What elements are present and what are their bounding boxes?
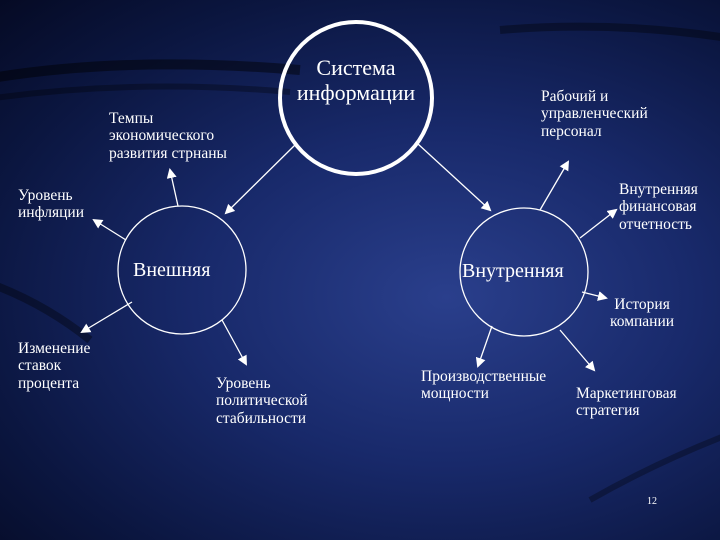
growth-rate-label: Темпы экономического развития стрнаны <box>109 110 227 162</box>
financial-reporting-label: Внутренняя финансовая отчетность <box>619 181 698 233</box>
arrow-to-political-stability <box>221 319 247 366</box>
production-capacity-label: Производственные мощности <box>421 368 547 403</box>
internal-label: Внутренняя <box>462 260 564 282</box>
internal-circle <box>459 207 589 337</box>
arrow-to-financial-reporting <box>579 208 618 239</box>
company-history-label: История компании <box>610 296 675 331</box>
arrow-to-inflation <box>92 218 127 241</box>
inflation-label: Уровень инфляции <box>18 187 84 222</box>
interest-rate-label: Изменение ставок процента <box>18 340 91 392</box>
political-stability-label: Уровень политической стабильности <box>216 375 308 427</box>
arrow-hub-to-internal <box>417 143 492 212</box>
arrow-hub-to-external <box>224 143 297 215</box>
page-number: 12 <box>647 496 657 507</box>
arrow-to-marketing-strategy <box>559 329 596 372</box>
arrow-to-company-history <box>581 291 608 301</box>
external-circle <box>117 205 247 335</box>
arrow-to-personnel <box>539 160 570 211</box>
personnel-label: Рабочий и управленческий персонал <box>541 88 648 140</box>
external-label: Внешняя <box>133 259 211 281</box>
marketing-strategy-label: Маркетинговая стратегия <box>576 385 677 420</box>
arrow-to-growth-rate <box>166 168 179 207</box>
hub-circle <box>278 20 434 176</box>
arrow-to-interest-rate <box>80 301 133 334</box>
hub-label: Система информации <box>296 55 416 105</box>
arrow-to-production-capacity <box>475 325 493 368</box>
